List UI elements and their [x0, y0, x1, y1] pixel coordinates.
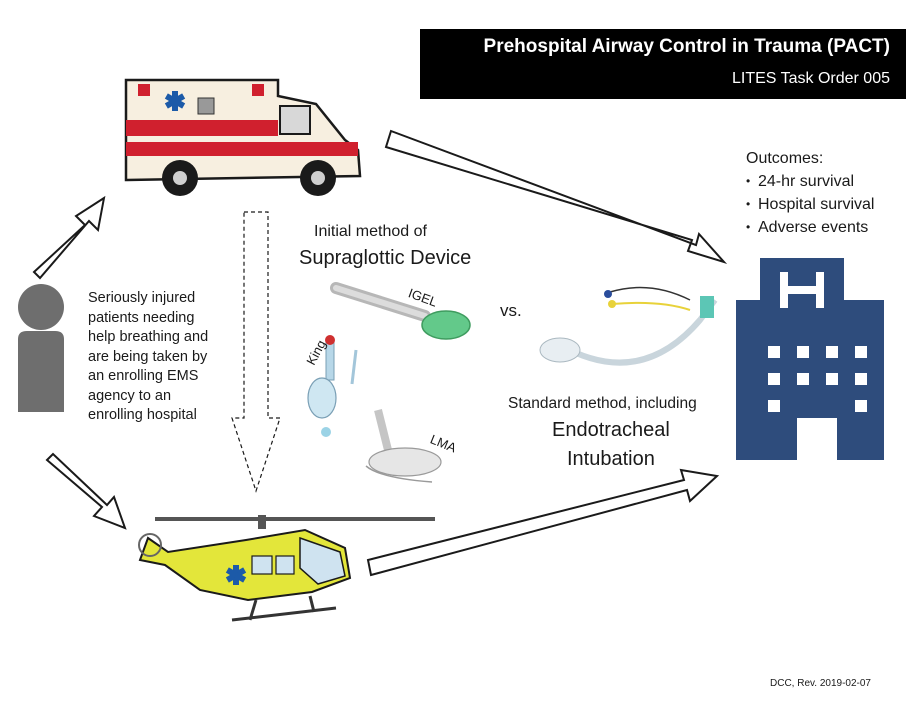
helicopter-icon: [138, 515, 435, 622]
patient-text-line: enrolling hospital: [88, 407, 197, 423]
outcome-item: Hospital survival: [746, 193, 874, 216]
revision-footer: DCC, Rev. 2019-02-07: [770, 678, 871, 689]
arrow-person-to-ambulance: [32, 195, 106, 280]
arrow-ambulance-to-helicopter-dashed: [231, 211, 281, 493]
versus-label: vs.: [500, 301, 522, 320]
patient-text-line: patients needing: [88, 309, 195, 326]
patient-text-line: are being taken by: [88, 348, 208, 365]
page-title: Prehospital Airway Control in Trauma (PA…: [483, 36, 890, 57]
ambulance-icon: [124, 78, 362, 196]
endotracheal-line: Endotracheal: [552, 419, 670, 441]
patient-text-line: an enrolling EMS: [88, 368, 199, 384]
arrow-helicopter-to-hospital: [366, 468, 720, 577]
intubation-line: Intubation: [567, 448, 655, 470]
outcomes-heading: Outcomes:: [746, 150, 824, 167]
hospital-icon: [736, 258, 884, 460]
standard-method-label: Standard method, including: [508, 395, 697, 412]
king-device-icon: [307, 335, 358, 437]
arrow-person-to-helicopter: [45, 452, 127, 530]
person-icon: [18, 284, 64, 412]
initial-method-label: Initial method of: [314, 223, 427, 240]
patient-text-line: help breathing and: [88, 329, 209, 345]
endotracheal-tube-icon: [539, 286, 718, 366]
lma-device-icon: [365, 409, 442, 483]
endotracheal-intubation-label: Endotracheal Intubation: [552, 416, 670, 474]
patient-text-line: Seriously injured: [88, 290, 196, 306]
title-box: Prehospital Airway Control in Trauma (PA…: [420, 29, 906, 99]
patient-text-line: agency to an: [88, 387, 172, 404]
outcome-item: Adverse events: [746, 216, 874, 239]
outcomes-list: Outcomes: 24-hr survival Hospital surviv…: [746, 147, 874, 239]
outcome-item: 24-hr survival: [746, 170, 874, 193]
patient-description: Seriously injured patients needing help …: [88, 289, 238, 426]
arrow-ambulance-to-hospital: [384, 129, 728, 265]
igel-device-icon: [330, 282, 471, 340]
page-subtitle: LITES Task Order 005: [732, 70, 890, 87]
supraglottic-device-label: Supraglottic Device: [299, 247, 472, 269]
